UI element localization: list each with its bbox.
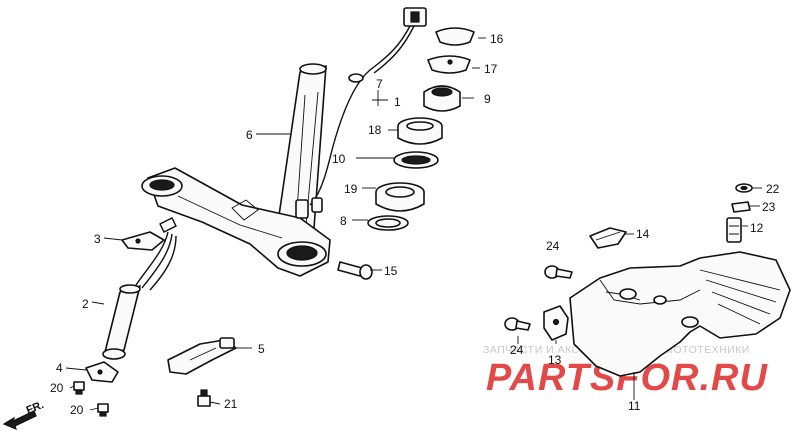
callout-20b: 20 bbox=[70, 403, 84, 417]
callout-11: 11 bbox=[628, 399, 641, 413]
callout-18: 18 bbox=[368, 123, 382, 137]
wiring-2 bbox=[102, 231, 177, 360]
bolt-15 bbox=[337, 261, 373, 280]
bearing-19 bbox=[375, 182, 425, 212]
watermark-logo: PARTSFOR.RU bbox=[486, 357, 768, 399]
bracket-4 bbox=[85, 361, 119, 383]
callout-10: 10 bbox=[332, 152, 346, 166]
bolt-24a bbox=[544, 265, 573, 279]
nut-21 bbox=[197, 389, 211, 407]
callout-12: 12 bbox=[750, 221, 764, 235]
callout-23: 23 bbox=[762, 200, 776, 214]
callout-9: 9 bbox=[484, 92, 491, 106]
callout-2: 2 bbox=[82, 297, 89, 311]
callout-labels: 1 2 3 4 5 6 7 8 9 10 11 12 13 14 15 16 1… bbox=[50, 32, 780, 417]
adjusting-nut-9 bbox=[423, 85, 461, 112]
bracket-3 bbox=[121, 217, 177, 251]
bracket-13 bbox=[543, 305, 569, 341]
callout-16: 16 bbox=[490, 32, 504, 46]
bolt-24b bbox=[504, 317, 531, 331]
nut-23 bbox=[731, 201, 751, 213]
callout-20a: 20 bbox=[50, 381, 64, 395]
washer-22 bbox=[735, 183, 753, 193]
callout-3: 3 bbox=[94, 232, 101, 246]
callout-14: 14 bbox=[636, 227, 650, 241]
seal-10 bbox=[393, 151, 439, 169]
dust-seal-8 bbox=[367, 215, 409, 231]
callout-24b: 24 bbox=[510, 343, 524, 357]
steering-stem-assembly bbox=[141, 63, 331, 277]
front-direction-arrow: FR. bbox=[2, 399, 46, 431]
cover-plate-11 bbox=[569, 251, 791, 377]
wire-harness-switch bbox=[295, 7, 427, 219]
callout-15: 15 bbox=[384, 264, 398, 278]
leader-lines bbox=[65, 37, 762, 411]
callout-5: 5 bbox=[258, 342, 265, 356]
screw-20a bbox=[73, 381, 85, 395]
bearing-race-18 bbox=[397, 117, 443, 145]
callout-17: 17 bbox=[484, 62, 498, 76]
callout-8: 8 bbox=[340, 214, 347, 228]
callout-21: 21 bbox=[224, 397, 238, 411]
front-direction-label: FR. bbox=[25, 399, 46, 417]
lock-washer-17 bbox=[427, 55, 471, 74]
callout-13: 13 bbox=[548, 353, 562, 367]
callout-24a: 24 bbox=[546, 239, 560, 253]
grommet-12 bbox=[726, 217, 742, 243]
callout-22: 22 bbox=[766, 182, 780, 196]
screw-20b bbox=[97, 403, 109, 417]
bracket-5 bbox=[167, 337, 237, 375]
callout-7: 7 bbox=[376, 77, 383, 91]
callout-6: 6 bbox=[246, 128, 253, 142]
callout-19: 19 bbox=[344, 182, 358, 196]
callout-1: 1 bbox=[394, 95, 401, 109]
stem-nut-16 bbox=[435, 27, 475, 46]
callout-4: 4 bbox=[56, 361, 63, 375]
clip-14 bbox=[589, 227, 627, 249]
